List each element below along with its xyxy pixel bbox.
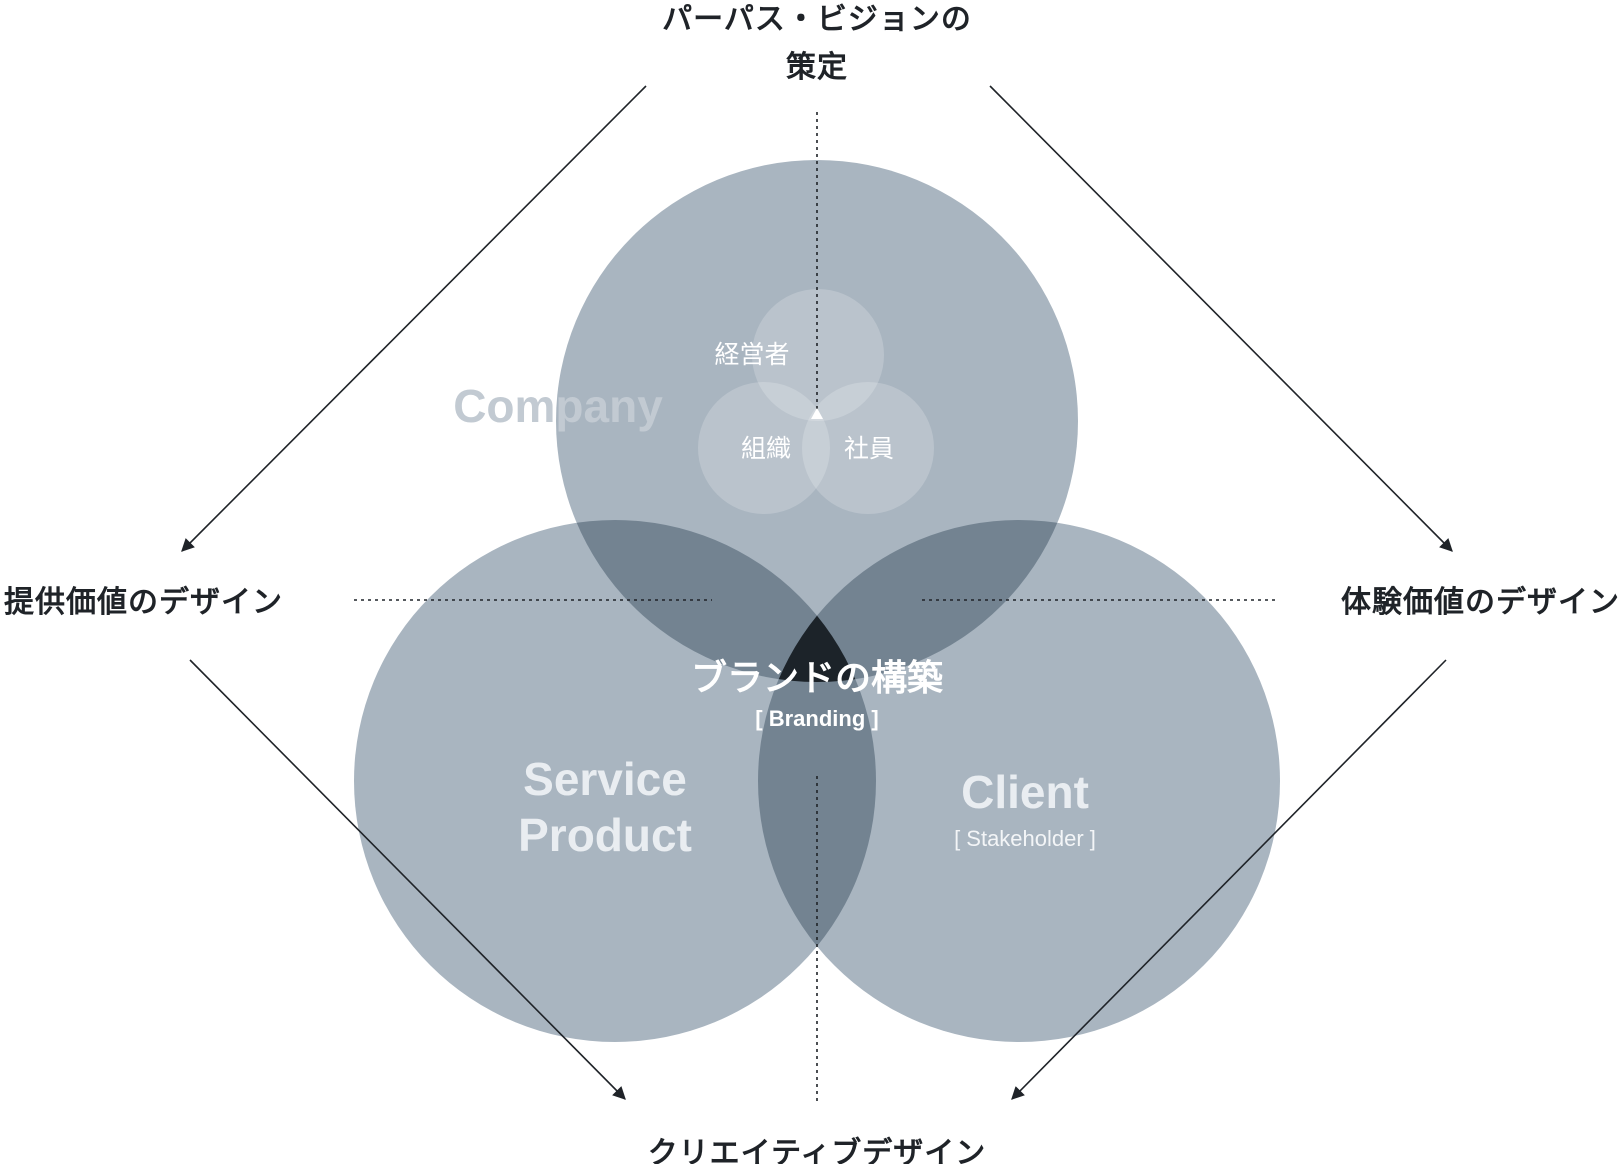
product-label: Product — [518, 809, 692, 861]
inner-label-organization: 組織 — [741, 434, 791, 463]
bottom-label: クリエイティブデザイン — [648, 1136, 987, 1164]
company-service-overlap — [556, 520, 876, 682]
arrow-top-to-left — [181, 85, 647, 552]
branding-subtitle: [ Branding ] — [755, 706, 878, 731]
left-label: 提供価値のデザイン — [4, 585, 283, 620]
arrow-top-to-right — [989, 85, 1453, 552]
top-label-line1: パーパス・ビジョンの — [662, 2, 972, 37]
inner-label-executive: 経営者 — [714, 340, 789, 369]
inner-circle-employees — [802, 382, 934, 514]
client-title: Client — [961, 766, 1089, 818]
branding-title: ブランドの構築 — [691, 657, 944, 699]
service-label: Service — [523, 753, 687, 805]
top-label-line2: 策定 — [786, 50, 848, 85]
inner-label-employees: 社員 — [844, 434, 894, 463]
right-label: 体験価値のデザイン — [1341, 585, 1620, 620]
inner-circle-executive — [752, 289, 884, 421]
inner-circle-organization — [698, 382, 830, 514]
client-subtitle: [ Stakeholder ] — [954, 826, 1096, 851]
arrow-left-to-bottom — [189, 659, 626, 1100]
company-client-overlap — [758, 520, 1078, 682]
inner-center-marker — [811, 408, 823, 419]
company-title: Company — [453, 380, 663, 432]
arrow-right-to-bottom — [1011, 659, 1447, 1100]
